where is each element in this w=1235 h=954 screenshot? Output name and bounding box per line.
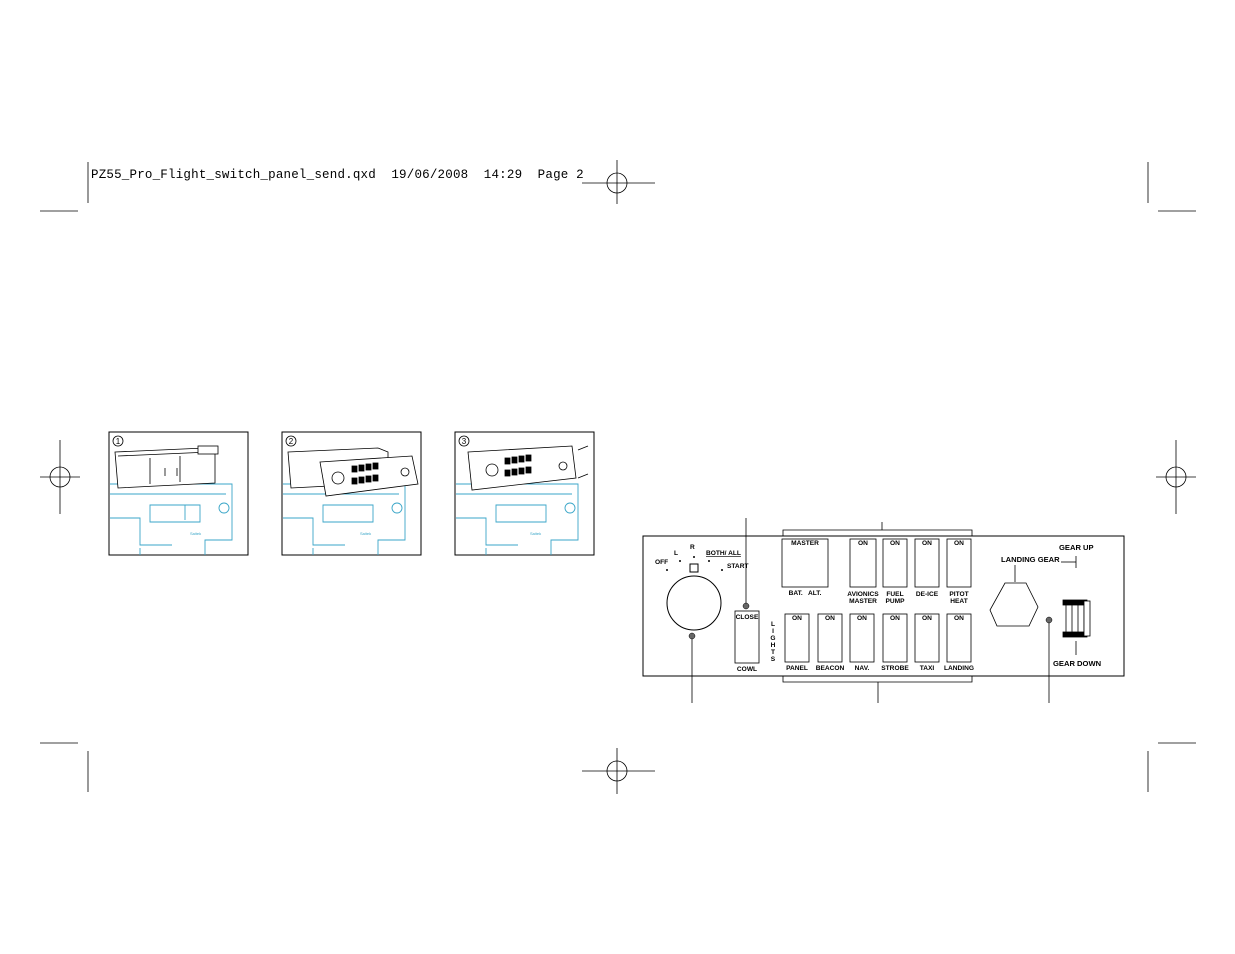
gear-up-label: GEAR UP [1059, 543, 1094, 552]
svg-text:PUMP: PUMP [885, 598, 905, 605]
cowl-flaps-switch: CLOSE COWL [734, 610, 760, 673]
svg-text:ON: ON [858, 540, 868, 547]
master-label: MASTER [791, 540, 819, 547]
svg-text:H: H [771, 642, 776, 649]
lights-vertical-label: L I G H T S [770, 621, 775, 663]
registration-mark-left [40, 440, 80, 514]
cowl-label: COWL [737, 666, 757, 673]
switch-landing-lights: ON LANDING [944, 613, 974, 672]
magneto-l-label: L [674, 550, 678, 557]
install-step-2: 2 Saitek [281, 431, 422, 556]
svg-text:ON: ON [792, 615, 802, 622]
svg-text:MASTER: MASTER [849, 598, 877, 605]
registration-mark-bottom [582, 748, 655, 794]
master-switch: MASTER BAT. ALT. [781, 538, 829, 597]
svg-text:L: L [771, 621, 775, 628]
svg-text:T: T [771, 649, 775, 656]
magneto-off-label: OFF [655, 559, 668, 566]
landing-gear-lever: LANDING GEAR GEAR UP GEAR DOWN [989, 543, 1101, 668]
switch-strobe-lights: ON STROBE [881, 613, 909, 672]
gear-down-label: GEAR DOWN [1053, 659, 1101, 668]
svg-text:ON: ON [954, 615, 964, 622]
svg-text:ON: ON [954, 540, 964, 547]
svg-text:TAXI: TAXI [920, 665, 935, 672]
svg-text:Saitek: Saitek [360, 531, 371, 536]
svg-text:BEACON: BEACON [816, 665, 845, 672]
switch-de-ice: ON DE-ICE [914, 538, 940, 598]
callout-lines [691, 518, 1050, 703]
bat-alt-label: BAT. ALT. [789, 590, 822, 597]
switch-nav-lights: ON NAV. [849, 613, 875, 672]
switch-taxi-lights: ON TAXI [914, 613, 940, 672]
switch-beacon-lights: ON BEACON [816, 613, 845, 672]
svg-text:FUEL: FUEL [886, 591, 903, 598]
svg-text:LANDING: LANDING [944, 665, 974, 672]
step-number: 2 [289, 437, 294, 446]
registration-mark-top [582, 160, 655, 204]
svg-text:AVIONICS: AVIONICS [847, 591, 879, 598]
landing-gear-label: LANDING GEAR [1001, 555, 1060, 564]
cowl-close-label: CLOSE [736, 614, 759, 621]
svg-text:I: I [772, 628, 774, 635]
crop-marks [40, 162, 1196, 792]
svg-text:ON: ON [890, 540, 900, 547]
switch-fuel-pump: ON FUEL PUMP [882, 538, 908, 605]
switch-panel-lights: ON PANEL [784, 613, 810, 672]
svg-text:ON: ON [890, 615, 900, 622]
step-number: 3 [462, 437, 467, 446]
switch-panel-diagram: OFF L R BOTH/ ALL START CLOSE COWL L I G… [642, 518, 1125, 703]
svg-text:Saitek: Saitek [190, 531, 201, 536]
svg-text:STROBE: STROBE [881, 665, 909, 672]
switch-avionics-master: ON AVIONICS MASTER [847, 538, 879, 605]
svg-text:ON: ON [922, 540, 932, 547]
svg-text:PANEL: PANEL [786, 665, 808, 672]
step-number: 1 [116, 437, 121, 446]
svg-text:PITOT: PITOT [949, 591, 968, 598]
svg-text:NAV.: NAV. [855, 665, 870, 672]
install-step-1: 1 Saitek [108, 431, 249, 556]
svg-text:HEAT: HEAT [950, 598, 967, 605]
svg-text:ON: ON [825, 615, 835, 622]
file-slug: PZ55_Pro_Flight_switch_panel_send.qxd 19… [91, 168, 584, 182]
magneto-start-label: START [727, 563, 749, 570]
switch-pitot-heat: ON PITOT HEAT [946, 538, 972, 605]
registration-mark-right [1156, 440, 1196, 514]
svg-text:DE-ICE: DE-ICE [916, 591, 939, 598]
svg-text:ON: ON [922, 615, 932, 622]
svg-text:S: S [771, 656, 776, 663]
install-step-3: 3 Saitek [454, 431, 595, 556]
magneto-r-label: R [690, 544, 695, 551]
magneto-knob: OFF L R BOTH/ ALL START [655, 544, 749, 631]
magneto-both-label: BOTH/ ALL [706, 550, 741, 557]
svg-text:Saitek: Saitek [530, 531, 541, 536]
svg-text:ON: ON [857, 615, 867, 622]
svg-text:G: G [770, 635, 775, 642]
